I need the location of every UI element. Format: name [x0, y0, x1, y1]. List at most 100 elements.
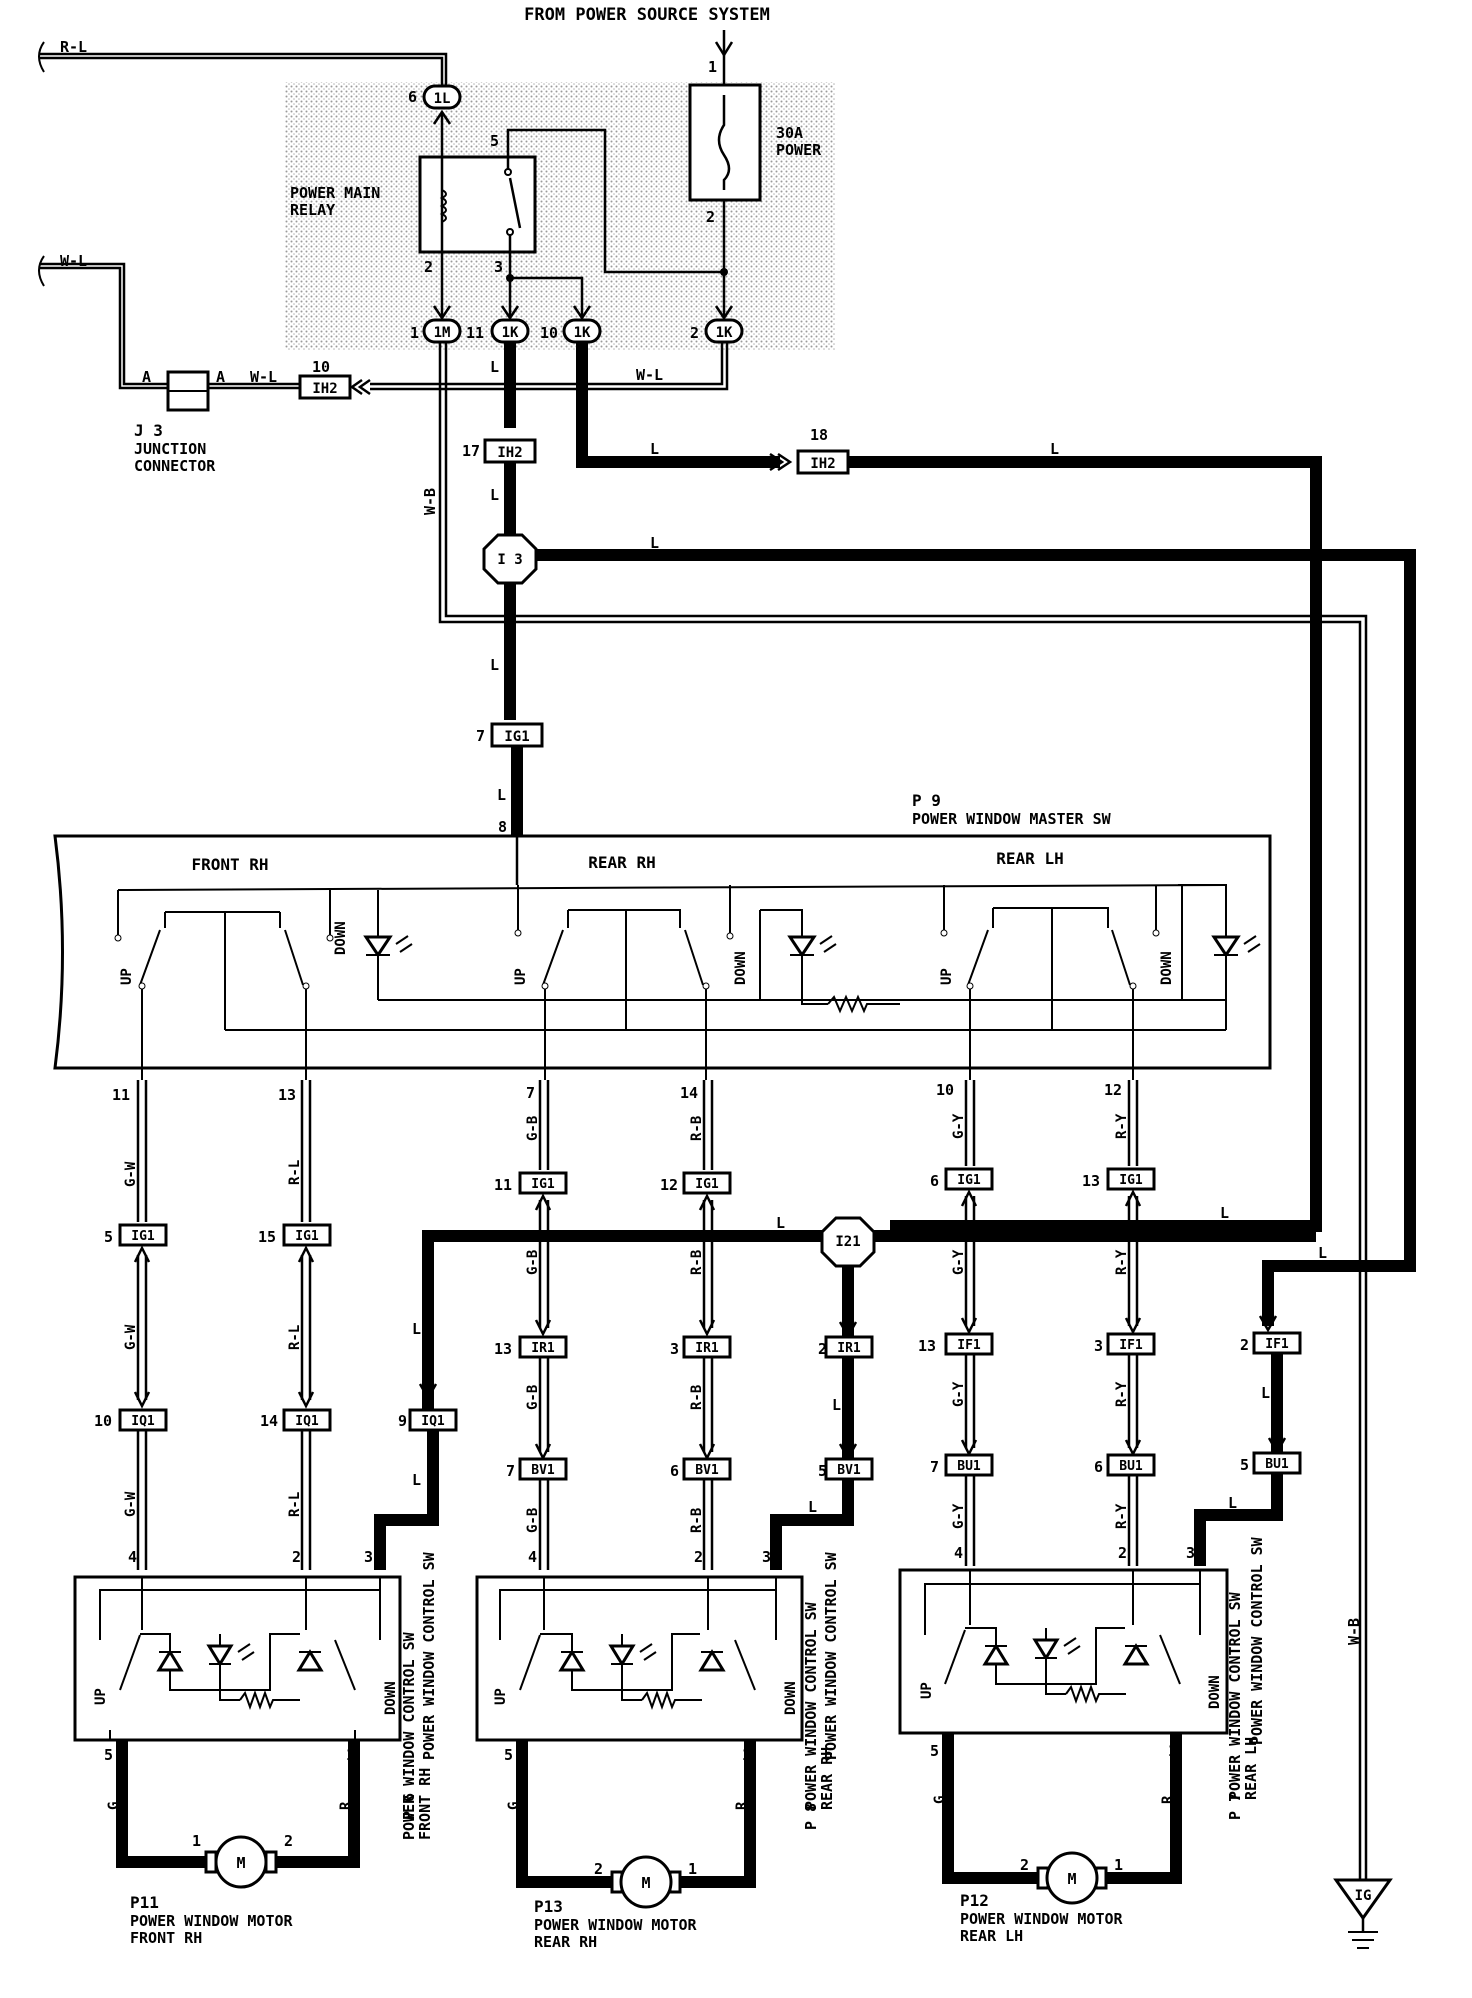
- svg-text:7: 7: [476, 727, 485, 745]
- svg-text:L: L: [776, 1214, 785, 1232]
- connector-1k-2: [704, 318, 744, 344]
- svg-text:L: L: [808, 1498, 817, 1516]
- svg-text:5: 5: [930, 1742, 939, 1760]
- svg-text:L: L: [1050, 440, 1059, 458]
- svg-text:1: 1: [688, 1860, 697, 1878]
- svg-text:2: 2: [424, 258, 433, 276]
- svg-text:L: L: [1318, 1244, 1327, 1262]
- svg-text:L: L: [650, 440, 659, 458]
- svg-text:G-W: G-W: [123, 1491, 139, 1517]
- svg-text:L: L: [650, 534, 659, 552]
- connector-ig1-11: [518, 1171, 568, 1195]
- control-sw-label-front: POWER WINDOW CONTROL SW: [420, 1551, 438, 1760]
- svg-text:L: L: [490, 486, 499, 504]
- svg-text:P 6: P 6: [400, 1793, 418, 1820]
- svg-text:IQ1: IQ1: [295, 1414, 319, 1429]
- svg-text:M: M: [641, 1874, 650, 1892]
- svg-text:11: 11: [494, 1176, 512, 1194]
- svg-text:W-L: W-L: [60, 252, 87, 270]
- svg-text:6: 6: [408, 88, 417, 106]
- svg-text:8: 8: [498, 818, 507, 836]
- ground-ig: [1333, 1878, 1393, 1921]
- svg-text:IG1: IG1: [1119, 1173, 1143, 1188]
- power-main-relay: [418, 155, 537, 254]
- svg-text:FRONT RH: FRONT RH: [416, 1768, 434, 1840]
- svg-text:I21: I21: [835, 1234, 860, 1250]
- svg-text:CONNECTOR: CONNECTOR: [134, 457, 216, 475]
- svg-text:P11: P11: [130, 1893, 159, 1912]
- connector-if1-13: [944, 1332, 994, 1356]
- svg-text:R-B: R-B: [689, 1508, 705, 1533]
- svg-text:3: 3: [364, 1548, 373, 1566]
- svg-text:IG1: IG1: [695, 1177, 719, 1192]
- connector-ig1-15: [282, 1223, 332, 1247]
- svg-text:REAR RH: REAR RH: [818, 1747, 836, 1810]
- svg-text:DOWN: DOWN: [333, 921, 349, 955]
- svg-text:R-B: R-B: [689, 1385, 705, 1410]
- master-switch-name: POWER WINDOW MASTER SW: [912, 810, 1112, 828]
- control-switch-front-rh: UP DOWN: [73, 1575, 402, 1742]
- svg-text:DOWN: DOWN: [383, 1681, 399, 1715]
- svg-text:G-Y: G-Y: [951, 1381, 967, 1407]
- svg-text:R-Y: R-Y: [1114, 1503, 1130, 1529]
- svg-text:11: 11: [466, 324, 484, 342]
- motor-rear-lh: 5 1 G R 2 1 M P12 POWER WINDOW MOTOR REA…: [930, 1733, 1182, 1945]
- svg-text:UP: UP: [939, 968, 955, 985]
- svg-text:3: 3: [494, 258, 503, 276]
- power-window-master-switch: [53, 834, 1272, 1070]
- master-switch-id: P 9: [912, 791, 941, 810]
- connector-ig1-12: [682, 1171, 732, 1195]
- svg-text:UP: UP: [493, 1688, 509, 1705]
- svg-text:6: 6: [930, 1172, 939, 1190]
- svg-text:W-B: W-B: [421, 488, 439, 515]
- svg-text:IG1: IG1: [531, 1177, 555, 1192]
- svg-text:R: R: [338, 1801, 354, 1810]
- svg-text:P12: P12: [960, 1891, 989, 1910]
- svg-text:A: A: [142, 368, 151, 386]
- connector-bv1-7: [518, 1457, 568, 1481]
- svg-text:IR1: IR1: [837, 1341, 861, 1356]
- svg-text:L: L: [1261, 1384, 1270, 1402]
- svg-text:POWER WINDOW CONTROL SW: POWER WINDOW CONTROL SW: [400, 1631, 418, 1840]
- svg-text:3: 3: [762, 1548, 771, 1566]
- svg-text:IG: IG: [1355, 1888, 1372, 1904]
- svg-text:R-B: R-B: [689, 1250, 705, 1275]
- svg-text:4: 4: [528, 1548, 537, 1566]
- svg-text:W-B: W-B: [1345, 1618, 1363, 1645]
- svg-text:FRONT RH: FRONT RH: [130, 1929, 202, 1947]
- svg-text:IG1: IG1: [504, 729, 529, 745]
- svg-text:REAR LH: REAR LH: [960, 1927, 1023, 1945]
- svg-text:REAR RH: REAR RH: [534, 1933, 597, 1951]
- svg-text:2: 2: [284, 1832, 293, 1850]
- svg-text:2: 2: [690, 324, 699, 342]
- svg-text:9: 9: [398, 1412, 407, 1430]
- svg-text:R-L: R-L: [287, 1492, 303, 1517]
- svg-text:12: 12: [1104, 1081, 1122, 1099]
- connector-bu1-7: [944, 1453, 994, 1477]
- svg-text:1K: 1K: [574, 325, 591, 341]
- connector-ir1-3: [682, 1335, 732, 1359]
- svg-text:I 3: I 3: [497, 552, 522, 568]
- fuse-label: 30A: [776, 124, 803, 142]
- svg-text:IF1: IF1: [1265, 1337, 1289, 1352]
- control-sw-label-rear-rh: POWER WINDOW CONTROL SW: [822, 1551, 840, 1760]
- svg-text:7: 7: [930, 1458, 939, 1476]
- svg-text:2: 2: [706, 208, 715, 226]
- svg-text:IR1: IR1: [695, 1341, 719, 1356]
- svg-text:G-B: G-B: [525, 1116, 541, 1141]
- svg-text:REAR RH: REAR RH: [588, 853, 655, 872]
- svg-text:REAR LH: REAR LH: [1242, 1737, 1260, 1800]
- svg-text:DOWN: DOWN: [1159, 951, 1175, 985]
- svg-text:L: L: [832, 1396, 841, 1414]
- svg-text:1K: 1K: [716, 325, 733, 341]
- svg-text:14: 14: [260, 1412, 278, 1430]
- svg-text:FRONT RH: FRONT RH: [191, 855, 268, 874]
- svg-text:2: 2: [594, 1860, 603, 1878]
- svg-text:1: 1: [708, 58, 717, 76]
- relay-label-2: RELAY: [290, 201, 335, 219]
- svg-text:IF1: IF1: [957, 1338, 981, 1353]
- svg-text:DOWN: DOWN: [1207, 1675, 1223, 1709]
- svg-text:3: 3: [1094, 1337, 1103, 1355]
- master-front-rh-section: UP DOWN: [114, 890, 413, 1080]
- svg-text:1: 1: [192, 1832, 201, 1850]
